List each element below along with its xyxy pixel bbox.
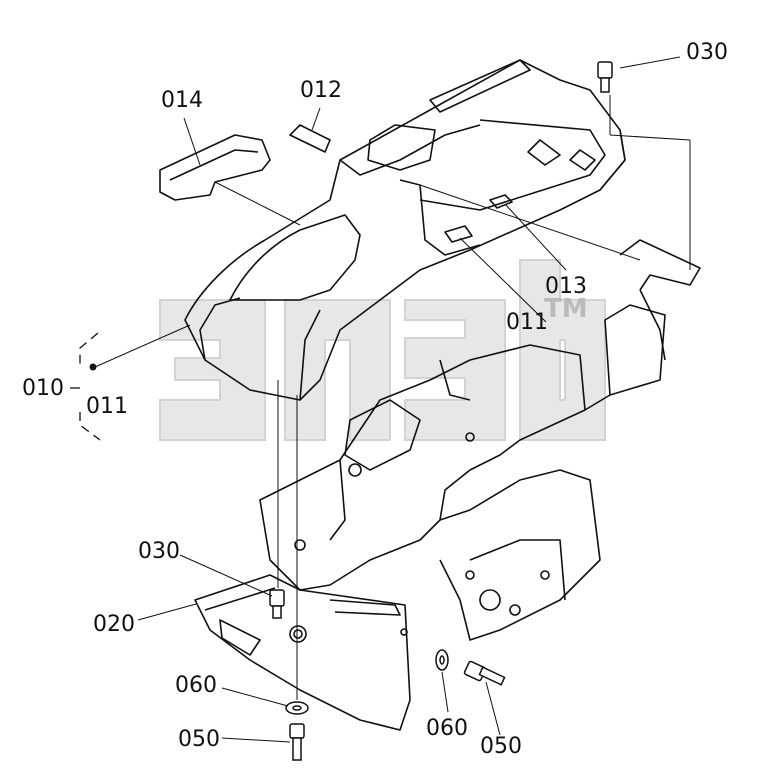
callout-060-right: 060 xyxy=(426,716,468,741)
callout-020: 020 xyxy=(93,612,135,637)
callout-011-left: 011 xyxy=(86,394,128,419)
callout-030-mid: 030 xyxy=(138,539,180,564)
callout-013: 013 xyxy=(545,274,587,299)
callout-014: 014 xyxy=(161,88,203,113)
watermark-trademark: TM xyxy=(544,294,588,324)
small-cover-parts xyxy=(159,124,513,243)
callout-030-top: 030 xyxy=(686,40,728,65)
callout-050-left: 050 xyxy=(178,727,220,752)
callout-012: 012 xyxy=(300,78,342,103)
fasteners xyxy=(269,61,613,761)
frame-bracket-assembly xyxy=(259,239,701,641)
watermark-logo xyxy=(159,259,606,441)
callout-050-right: 050 xyxy=(480,734,522,759)
callout-060-left: 060 xyxy=(175,673,217,698)
upper-console-cover xyxy=(184,59,626,401)
callout-011-right: 011 xyxy=(506,310,548,335)
leader-lines xyxy=(94,56,691,743)
callout-010: 010 xyxy=(22,376,64,401)
group-bracket-010 xyxy=(70,332,101,441)
